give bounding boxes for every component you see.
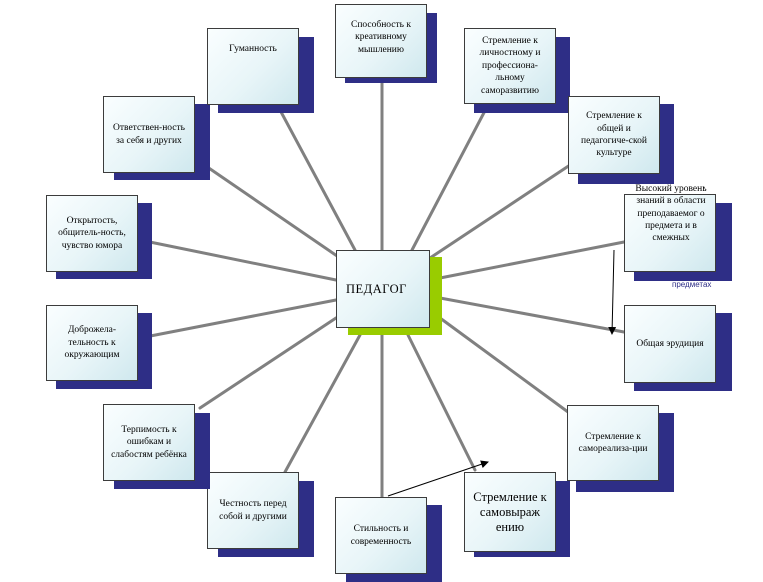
node-erudition: Общая эрудиция: [624, 305, 716, 383]
node-openness: Открытость, общитель-ность, чувство юмор…: [46, 195, 138, 272]
node-label: Честность перед собой и другими: [219, 499, 287, 522]
node-humanity: Гуманность: [207, 28, 299, 105]
node-self-expression: Стремление к самовыраж ению: [464, 472, 556, 552]
node-self-development: Стремление к личностному и профессиона-л…: [464, 28, 556, 104]
arrow-knowledge-to-erudition: [608, 249, 617, 335]
node-label: Открытость, общитель-ность, чувство юмор…: [58, 215, 126, 251]
connector-tolerance: [198, 316, 338, 410]
node-label: Стильность и современность: [350, 524, 412, 547]
node-label: Стремление к личностному и профессиона-л…: [479, 36, 541, 96]
node-label: Доброжела-тельность к окружающим: [64, 325, 120, 361]
connector-selfdev: [410, 103, 490, 252]
connector-erudition: [438, 296, 626, 334]
node-label: Способность к креативному мышлению: [351, 20, 411, 55]
node-style: Стильность и современность: [335, 497, 427, 574]
node-label: Стремление к общей и педагогиче-ской кул…: [581, 111, 647, 159]
center-node-label: ПЕДАГОГ: [346, 281, 407, 296]
stray-mark: .: [702, 181, 706, 191]
connector-knowledge: [438, 240, 626, 280]
node-culture: Стремление к общей и педагогиче-ской кул…: [568, 96, 660, 174]
arrow-style-to-selfexpr: [387, 460, 489, 497]
connector-openness: [138, 238, 338, 282]
node-subject-knowledge: [624, 194, 716, 272]
node-label: Гуманность: [229, 44, 277, 54]
connector-honesty: [283, 333, 362, 474]
connector-selfexpr: [406, 333, 477, 472]
connector-goodwill: [138, 298, 338, 340]
subject-knowledge-tail: предметах: [672, 280, 712, 289]
node-label: Стремление к самореализа-ции: [578, 431, 648, 454]
node-goodwill: Доброжела-тельность к окружающим: [46, 305, 138, 381]
node-creative-thinking: Способность к креативному мышлению: [335, 4, 427, 78]
node-label: Стремление к самовыраж ению: [473, 489, 547, 534]
node-label: Общая эрудиция: [636, 338, 704, 349]
node-self-realization: Стремление к самореализа-ции: [567, 405, 659, 481]
connector-selfreal: [438, 316, 570, 414]
connector-culture: [428, 163, 572, 260]
connector-humanity: [278, 108, 357, 252]
node-responsibility: Ответствен-ность за себя и других: [103, 96, 195, 173]
subject-knowledge-text: Высокий уровень знаний в области препода…: [635, 184, 707, 244]
center-node-pedagogue: ПЕДАГОГ: [336, 250, 430, 328]
node-label: Терпимость к ошибкам и слабостям ребёнка: [111, 424, 187, 460]
node-label: Ответствен-ность за себя и других: [113, 123, 185, 146]
node-honesty: Честность перед собой и другими: [207, 472, 299, 549]
connector-responsibility: [198, 160, 342, 260]
node-tolerance: Терпимость к ошибкам и слабостям ребёнка: [103, 404, 195, 481]
